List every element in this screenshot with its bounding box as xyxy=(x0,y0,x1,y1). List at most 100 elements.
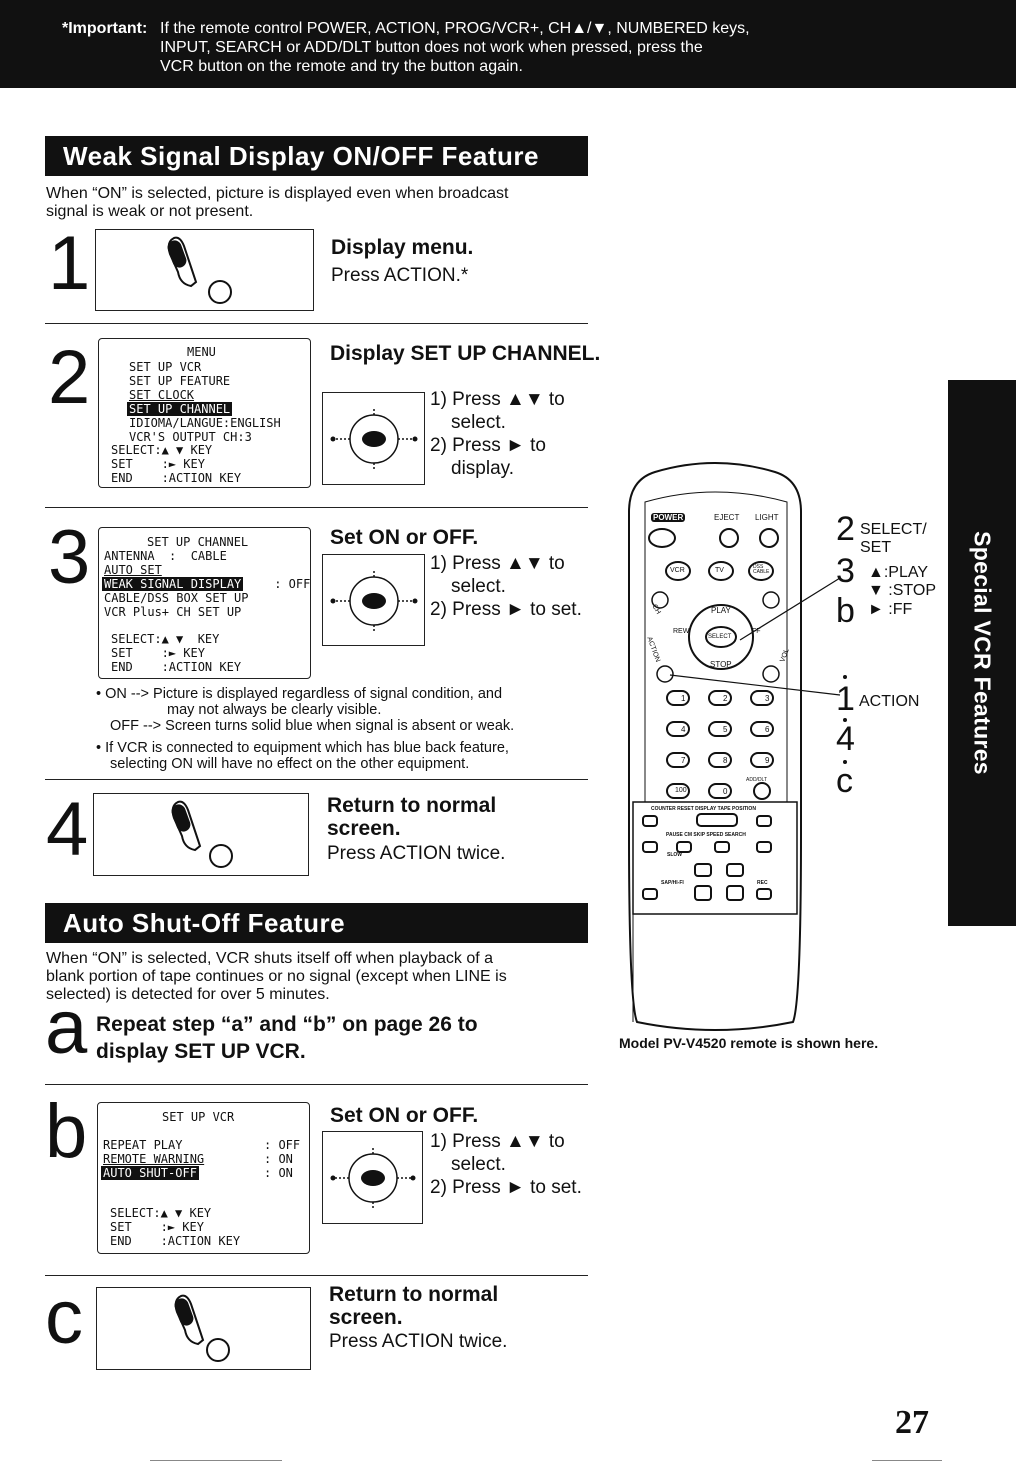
key-100: 100 xyxy=(675,787,687,794)
banner-text: If the remote control POWER, ACTION, PRO… xyxy=(160,19,860,76)
divider xyxy=(45,323,588,324)
action-finger-icon xyxy=(167,236,232,304)
sap-hifi-label: SAP/HI-FI xyxy=(661,880,684,886)
dpad-icon xyxy=(330,569,418,633)
note-line: selecting ON will have no effect on the … xyxy=(110,756,470,772)
divider xyxy=(45,1084,588,1085)
osd-line: END :ACTION KEY xyxy=(111,471,242,485)
footer-rule xyxy=(872,1460,942,1461)
callout-ff: ► :FF xyxy=(868,601,913,618)
callout-action: ACTION xyxy=(859,693,920,710)
action-finger-icon xyxy=(171,800,233,868)
step-4-body: Press ACTION twice. xyxy=(327,843,506,864)
step-1-body: Press ACTION.* xyxy=(331,265,469,286)
add-dlt-label: ADD/DLT xyxy=(746,777,768,783)
osd-line: CABLE/DSS BOX SET UP xyxy=(104,591,249,605)
note-line: OFF --> Screen turns solid blue when sig… xyxy=(110,718,515,734)
important-banner: *Important: If the remote control POWER,… xyxy=(0,0,1016,88)
action-button-illustration xyxy=(95,229,314,311)
side-tab-label: Special VCR Features xyxy=(969,531,996,775)
osd-line: AUTO SET xyxy=(104,563,162,577)
osd-line: END :ACTION KEY xyxy=(110,1234,241,1248)
intro-line: When “ON” is selected, VCR shuts itself … xyxy=(46,950,494,967)
set-up-vcr-osd-screen: SET UP VCR REPEAT PLAY : OFF REMOTE WARN… xyxy=(97,1102,310,1254)
vcr-button: VCR xyxy=(670,567,685,574)
callout-b: b xyxy=(836,592,855,630)
step-2-number: 2 xyxy=(48,335,91,420)
remote-caption: Model PV-V4520 remote is shown here. xyxy=(619,1035,879,1051)
osd-line: IDIOMA/LANGUE:ENGLISH xyxy=(129,416,281,430)
osd-line: SET CLOCK xyxy=(129,388,195,402)
instruction-line: select. xyxy=(451,576,506,597)
slow-label: SLOW xyxy=(667,852,682,858)
osd-line: SELECT:▲ ▼ KEY xyxy=(111,443,213,457)
step-3-heading: Set ON or OFF. xyxy=(330,526,479,549)
heading-line: screen. xyxy=(327,817,401,840)
osd-title: MENU xyxy=(187,345,216,359)
action-button-illustration xyxy=(96,1287,311,1370)
osd-line: SELECT:▲ ▼ KEY xyxy=(110,1206,212,1220)
callout-dot xyxy=(843,718,847,722)
callout-select-set-1: SELECT/ xyxy=(860,521,927,538)
transport-row-labels: PAUSE CM SKIP SPEED SEARCH xyxy=(666,832,746,838)
page-number: 27 xyxy=(895,1404,929,1441)
step-1-heading: Display menu. xyxy=(331,236,474,259)
intro-line: signal is weak or not present. xyxy=(46,203,254,220)
callout-stop: ▼ :STOP xyxy=(868,582,936,599)
note-line: • If VCR is connected to equipment which… xyxy=(96,740,509,756)
osd-line: END :ACTION KEY xyxy=(111,660,242,674)
weak-signal-section-title: Weak Signal Display ON/OFF Feature xyxy=(45,136,588,176)
heading-line: Return to normal xyxy=(327,794,497,817)
callout-3: 3 xyxy=(836,552,855,590)
osd-value: : ON xyxy=(264,1166,293,1180)
instruction-line: 1) Press ▲▼ to xyxy=(430,389,565,410)
osd-value: : OFF xyxy=(267,577,311,591)
callout-dot xyxy=(843,675,847,679)
osd-line: REMOTE WARNING xyxy=(103,1152,205,1166)
function-row-labels: COUNTER RESET DISPLAY TAPE POSITION xyxy=(651,806,756,812)
stop-button-label: STOP xyxy=(710,660,732,669)
osd-line: SELECT:▲ ▼ KEY xyxy=(111,632,220,646)
auto-shut-off-section-title: Auto Shut-Off Feature xyxy=(45,903,588,943)
instruction-line: display. xyxy=(451,458,515,479)
callout-select-set-2: SET xyxy=(860,539,892,556)
key-0: 0 xyxy=(723,787,728,796)
callout-4: 4 xyxy=(836,720,855,758)
osd-highlighted-line: AUTO SHUT-OFF xyxy=(101,1166,199,1180)
select-pad-illustration xyxy=(322,554,425,646)
instruction-line: select. xyxy=(451,1154,506,1175)
dpad-icon xyxy=(330,1146,416,1210)
weak-signal-intro: When “ON” is selected, picture is displa… xyxy=(46,185,591,221)
step-2-instruction: 1) Press ▲▼ to select. 2) Press ► to dis… xyxy=(430,388,565,480)
osd-line: SET :► KEY xyxy=(111,646,205,660)
step-b-heading: Set ON or OFF. xyxy=(330,1104,479,1127)
heading-line: screen. xyxy=(329,1306,403,1329)
step-b-letter: b xyxy=(45,1089,88,1174)
action-finger-icon xyxy=(174,1294,230,1362)
banner-line: INPUT, SEARCH or ADD/DLT button does not… xyxy=(160,39,703,56)
callout-c: c xyxy=(836,762,853,800)
osd-line: VCR Plus+ CH SET UP xyxy=(104,605,242,619)
step-b-instruction: 1) Press ▲▼ to select. 2) Press ► to set… xyxy=(430,1130,582,1199)
step-2-heading: Display SET UP CHANNEL. xyxy=(330,342,601,365)
heading-line: Return to normal xyxy=(329,1283,499,1306)
key-7: 7 xyxy=(681,756,686,765)
divider xyxy=(45,507,588,508)
callout-dot xyxy=(843,760,847,764)
osd-value: : ON xyxy=(264,1152,293,1166)
intro-line: blank portion of tape continues or no si… xyxy=(46,968,507,985)
auto-shut-off-intro: When “ON” is selected, VCR shuts itself … xyxy=(46,950,591,1004)
rew-button-label: REW xyxy=(673,628,690,635)
step-3-instruction: 1) Press ▲▼ to select. 2) Press ► to set… xyxy=(430,552,582,621)
callout-1: 1 xyxy=(836,680,855,718)
rec-label: REC xyxy=(757,880,768,886)
menu-osd-screen: MENU SET UP VCR SET UP FEATURE SET CLOCK… xyxy=(98,338,311,488)
instruction-line: 1) Press ▲▼ to xyxy=(430,553,565,574)
set-up-channel-osd-screen: SET UP CHANNEL ANTENNA : CABLE AUTO SET … xyxy=(98,527,311,679)
dpad-icon xyxy=(330,407,418,471)
osd-title: SET UP VCR xyxy=(162,1110,235,1124)
osd-line: SET UP FEATURE xyxy=(129,374,231,388)
select-button-label: SELECT xyxy=(708,634,732,640)
step-c-body: Press ACTION twice. xyxy=(329,1331,508,1352)
osd-line: SET :► KEY xyxy=(110,1220,204,1234)
